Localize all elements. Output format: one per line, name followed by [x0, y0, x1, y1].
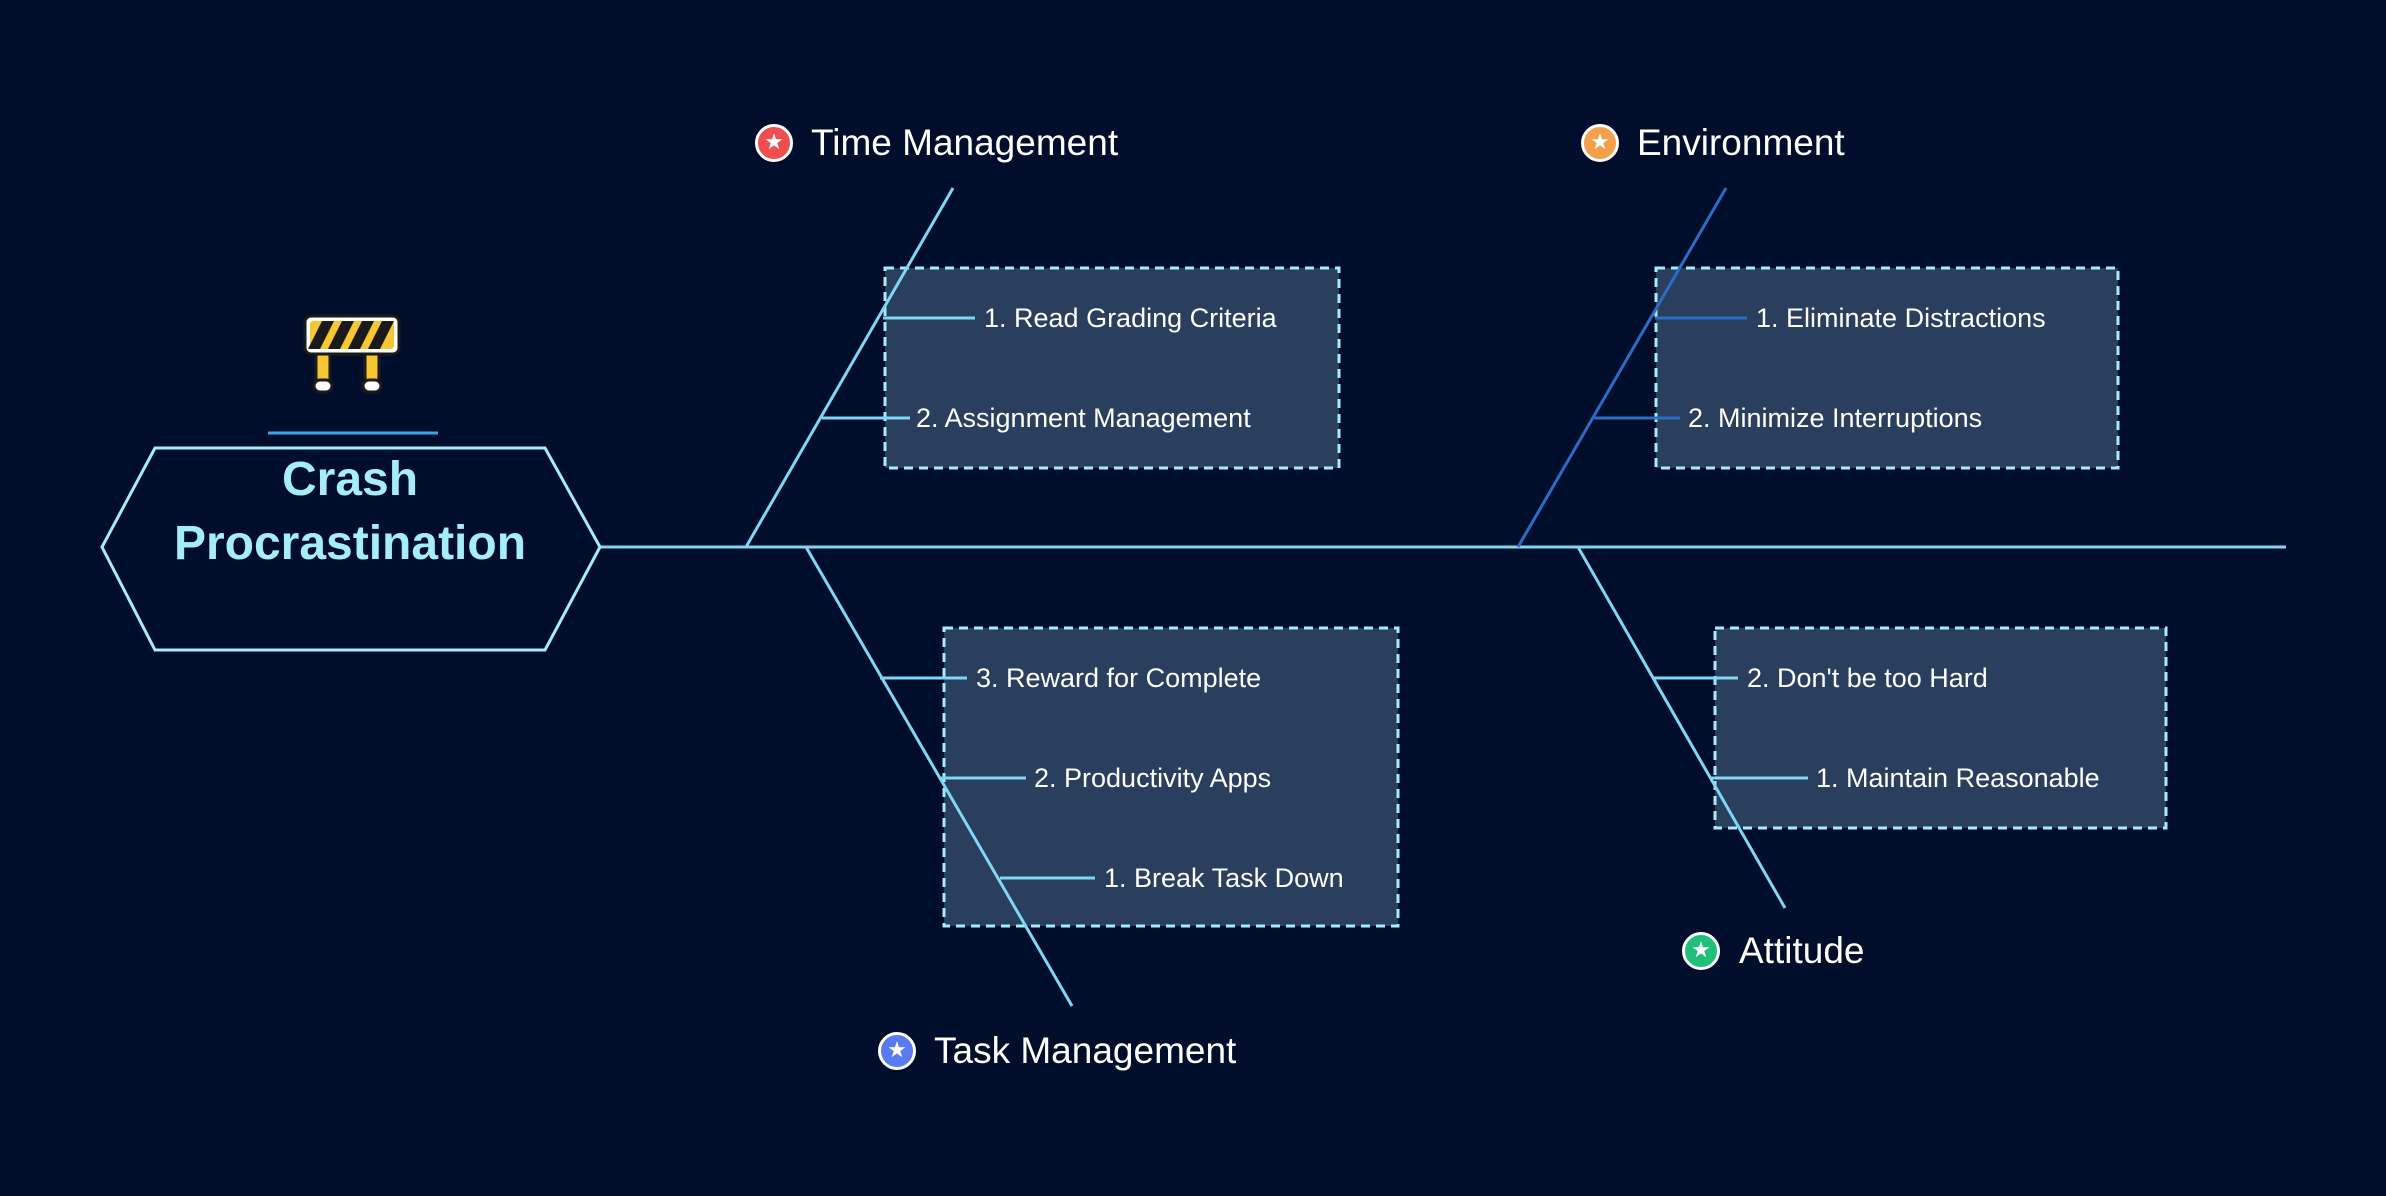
- star-icon: ★: [755, 124, 793, 162]
- item-reward-for-complete[interactable]: 3. Reward for Complete: [976, 663, 1262, 693]
- environment-branch: [1516, 187, 1728, 548]
- category-time-management[interactable]: Time Management: [811, 122, 1119, 163]
- environment-box: [1654, 266, 2120, 470]
- task-management-branch: [804, 546, 1074, 1007]
- item-break-task-down[interactable]: 1. Break Task Down: [1104, 863, 1344, 893]
- star-icon: ★: [1581, 124, 1619, 162]
- star-icon: ★: [1682, 932, 1720, 970]
- head-hexagon[interactable]: [100, 446, 602, 652]
- item-maintain-reasonable[interactable]: 1. Maintain Reasonable: [1816, 763, 2100, 793]
- item-minimize-interruptions[interactable]: 2. Minimize Interruptions: [1688, 403, 1983, 433]
- item-eliminate-distractions[interactable]: 1. Eliminate Distractions: [1756, 303, 2046, 333]
- time-management-branch: [744, 187, 955, 548]
- head-title[interactable]: Crash Procrastination: [100, 448, 600, 576]
- time-management-box: [883, 266, 1341, 470]
- head-title-line-1: Crash: [281, 453, 419, 506]
- item-dont-be-too-hard[interactable]: 2. Don't be too Hard: [1747, 663, 1988, 693]
- head-title-line-2: Procrastination: [173, 517, 527, 570]
- category-environment[interactable]: Environment: [1637, 122, 1845, 163]
- attitude-branch: [1576, 546, 1787, 909]
- attitude-box: [1713, 626, 2168, 830]
- category-attitude[interactable]: Attitude: [1739, 930, 1865, 971]
- category-task-management[interactable]: Task Management: [934, 1030, 1237, 1071]
- item-read-grading-criteria[interactable]: 1. Read Grading Criteria: [984, 303, 1277, 333]
- item-assignment-management[interactable]: 2. Assignment Management: [916, 403, 1251, 433]
- star-icon: ★: [878, 1032, 916, 1070]
- road-barrier-icon: [303, 314, 401, 394]
- item-productivity-apps[interactable]: 2. Productivity Apps: [1034, 763, 1272, 793]
